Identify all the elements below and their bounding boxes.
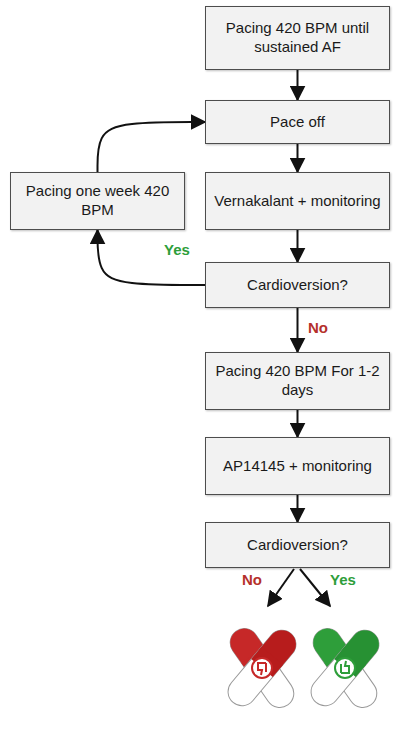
outcome-arrow (300, 569, 330, 606)
outcome-label: No (240, 572, 264, 589)
process-box: Pace off (205, 100, 390, 144)
decision-box: Cardioversion? (205, 522, 390, 568)
step-text: Cardioversion? (247, 536, 348, 555)
outcome-arrow (268, 569, 294, 606)
green-pill-icon (305, 623, 384, 713)
branch-label: No (306, 320, 330, 337)
step-text: Pace off (270, 113, 325, 132)
process-box: Pacing one week 420 BPM (10, 172, 185, 230)
flow-arrow (98, 230, 206, 285)
flow-arrow (297, 308, 299, 352)
step-text: AP14145 + monitoring (223, 457, 372, 476)
flow-arrow (98, 122, 206, 172)
step-text: Cardioversion? (247, 276, 348, 295)
flow-arrow (297, 495, 299, 522)
process-box: Pacing 420 BPM until sustained AF (205, 6, 390, 70)
process-box: Vernakalant + monitoring (205, 172, 390, 230)
flow-arrow (297, 230, 299, 262)
step-text: Pacing 420 BPM For 1-2 days (214, 362, 381, 400)
flow-arrow (297, 144, 299, 172)
outcome-label: Yes (328, 572, 358, 589)
step-text: Pacing 420 BPM until sustained AF (214, 19, 381, 57)
flow-arrow (297, 410, 299, 437)
red-pill-icon (222, 623, 301, 713)
flow-arrow (297, 70, 299, 100)
step-text: Vernakalant + monitoring (214, 192, 380, 211)
step-text: Pacing one week 420 BPM (19, 182, 176, 220)
process-box: Pacing 420 BPM For 1-2 days (205, 352, 390, 410)
decision-box: Cardioversion? (205, 262, 390, 308)
branch-label: Yes (162, 242, 192, 259)
process-box: AP14145 + monitoring (205, 437, 390, 495)
